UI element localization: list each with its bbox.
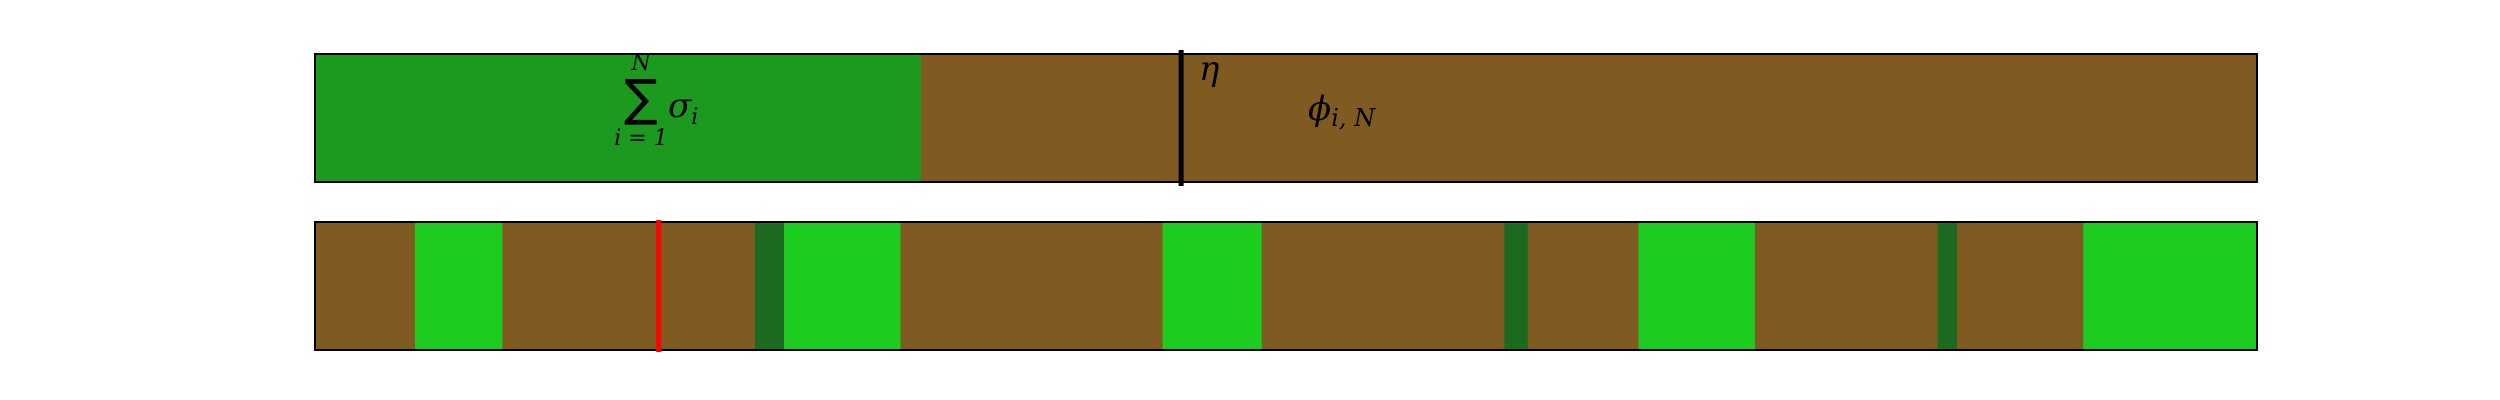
sum-upper-limit: N [630,51,651,76]
top-bar: N ∑ σi i = 1 η ϕi, N [314,49,2258,186]
bright-green-segment [1638,222,1755,350]
bottom-bar-border [314,221,2258,351]
top-bar-green-region [315,54,921,182]
sum-term-sigma: σ [668,86,692,126]
sum-symbol: ∑ [624,69,658,127]
phi-label: ϕi, N [1308,89,1376,132]
sum-term: σi [668,86,698,130]
bottom-bar [314,220,2258,352]
dark-green-segment [754,222,784,350]
bottom-bar-brown-region [315,222,2257,350]
dark-green-segment [1937,222,1957,350]
sum-lower-limit: i = 1 [614,126,667,151]
top-bar-border [314,53,2258,183]
bottom-bar-segments [415,222,2257,350]
bright-green-segment [1162,222,1262,350]
dark-green-segment [1504,222,1528,350]
bright-green-segment [415,222,503,350]
sum-term-subscript: i [691,105,698,130]
bright-green-segment [783,222,901,350]
sum-sigma-label: N ∑ σi i = 1 [614,51,698,151]
phi-subscript: i, N [1331,104,1376,132]
phi-symbol: ϕ [1308,89,1331,129]
bright-green-segment [2083,222,2257,350]
eta-label: η [1199,49,1220,89]
